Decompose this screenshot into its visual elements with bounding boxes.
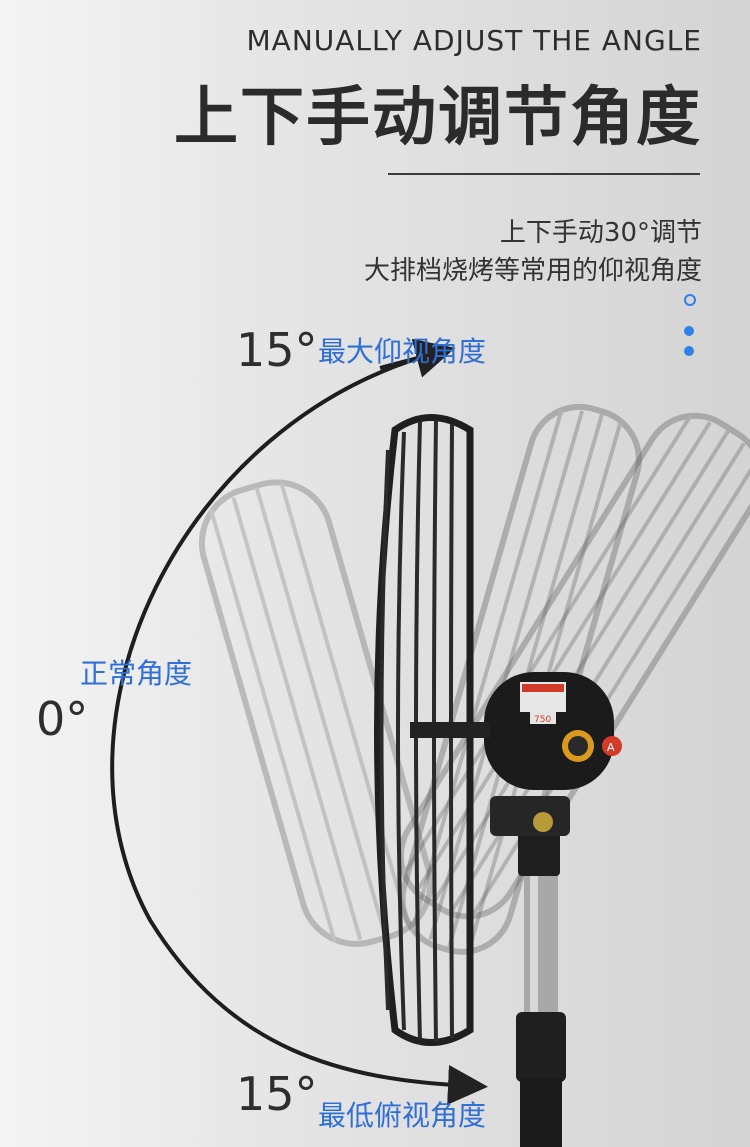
fan-bracket [490, 796, 570, 836]
description-line-1: 上下手动30°调节 [499, 218, 702, 248]
title-cn: 上下手动调节角度 [174, 81, 702, 155]
ghost-fan-down [198, 479, 434, 947]
decor-dot-outline [684, 294, 696, 306]
title-divider [388, 173, 700, 175]
top-angle-degree: 15° [236, 323, 318, 377]
angle-arc [110, 350, 488, 1105]
angle-arc-top-arrow [379, 338, 456, 378]
description-line-2: 大排档烧烤等常用的仰视角度 [363, 256, 702, 286]
decor-dot-filled [684, 326, 694, 336]
knob-letter: A [607, 741, 615, 754]
mid-angle-label: 正常角度 [80, 657, 193, 690]
top-angle-label: 最大仰视角度 [318, 335, 487, 368]
title-en: MANUALLY ADJUST THE ANGLE [246, 24, 702, 57]
fan-motor: 750 A [484, 672, 622, 790]
model-label: 750 [534, 715, 551, 725]
mid-angle-degree: 0° [36, 692, 89, 746]
bottom-angle-degree: 15° [236, 1067, 318, 1121]
fan-pole [516, 832, 566, 1147]
bottom-angle-label: 最低俯视角度 [318, 1099, 487, 1132]
decor-dot-filled [684, 346, 694, 356]
fan-guard [374, 414, 490, 1046]
